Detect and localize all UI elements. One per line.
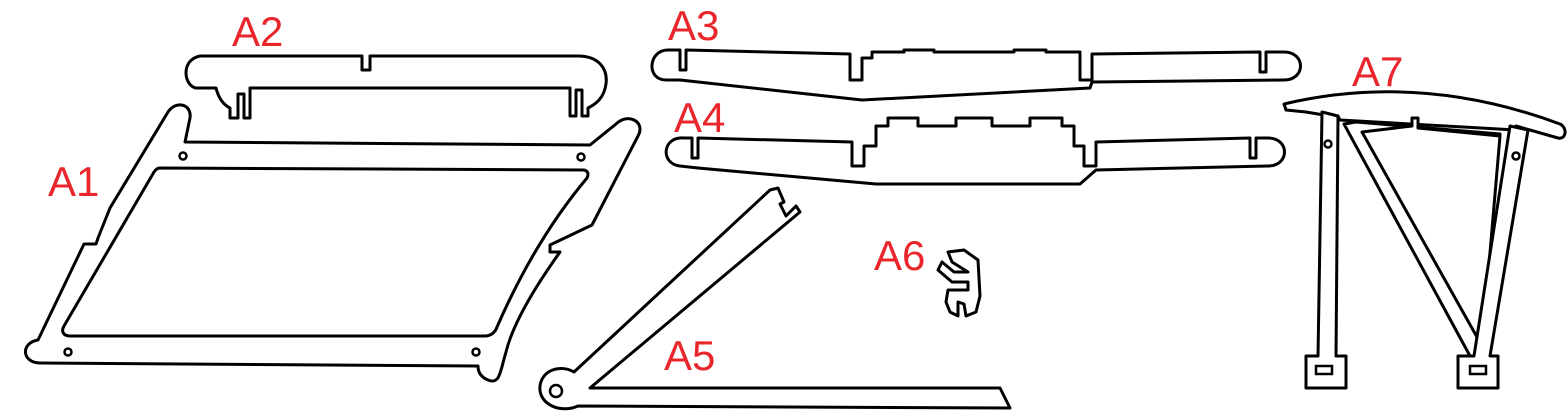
part-label-a2: A2	[232, 8, 283, 55]
part-a1	[24, 103, 642, 383]
part-a7-left-leg	[1304, 110, 1348, 390]
part-a3	[650, 48, 1302, 102]
part-a1-hole	[178, 151, 188, 161]
part-a6	[936, 248, 982, 318]
part-a7-foot-slot	[1468, 364, 1488, 376]
part-a5-pivot-hole	[548, 383, 564, 399]
part-a1-hole	[576, 152, 586, 162]
part-a2	[184, 54, 608, 120]
part-a1-hole	[471, 347, 481, 357]
part-a4	[664, 116, 1286, 186]
part-a6-outline	[936, 248, 982, 318]
part-a5-outline	[538, 186, 1012, 411]
part-label-a4: A4	[674, 94, 725, 141]
part-a7-truss-void	[1360, 116, 1502, 348]
part-a7-hole	[1511, 151, 1521, 161]
part-a4-outline	[664, 116, 1286, 186]
part-a7-right-leg	[1456, 124, 1530, 390]
part-a7-hole	[1323, 139, 1333, 149]
part-a7-foot-slot	[1314, 364, 1334, 376]
part-label-a1: A1	[48, 158, 99, 205]
part-a3-outline	[650, 48, 1302, 102]
part-a2-outline	[184, 54, 608, 120]
part-a1-hole	[63, 347, 73, 357]
part-label-a5: A5	[664, 332, 715, 379]
part-a5	[538, 186, 1012, 411]
part-label-a3: A3	[668, 2, 719, 49]
part-a7	[1282, 90, 1567, 390]
part-a1-window	[61, 166, 590, 338]
part-label-a7: A7	[1352, 48, 1403, 95]
part-label-a6: A6	[874, 232, 925, 279]
